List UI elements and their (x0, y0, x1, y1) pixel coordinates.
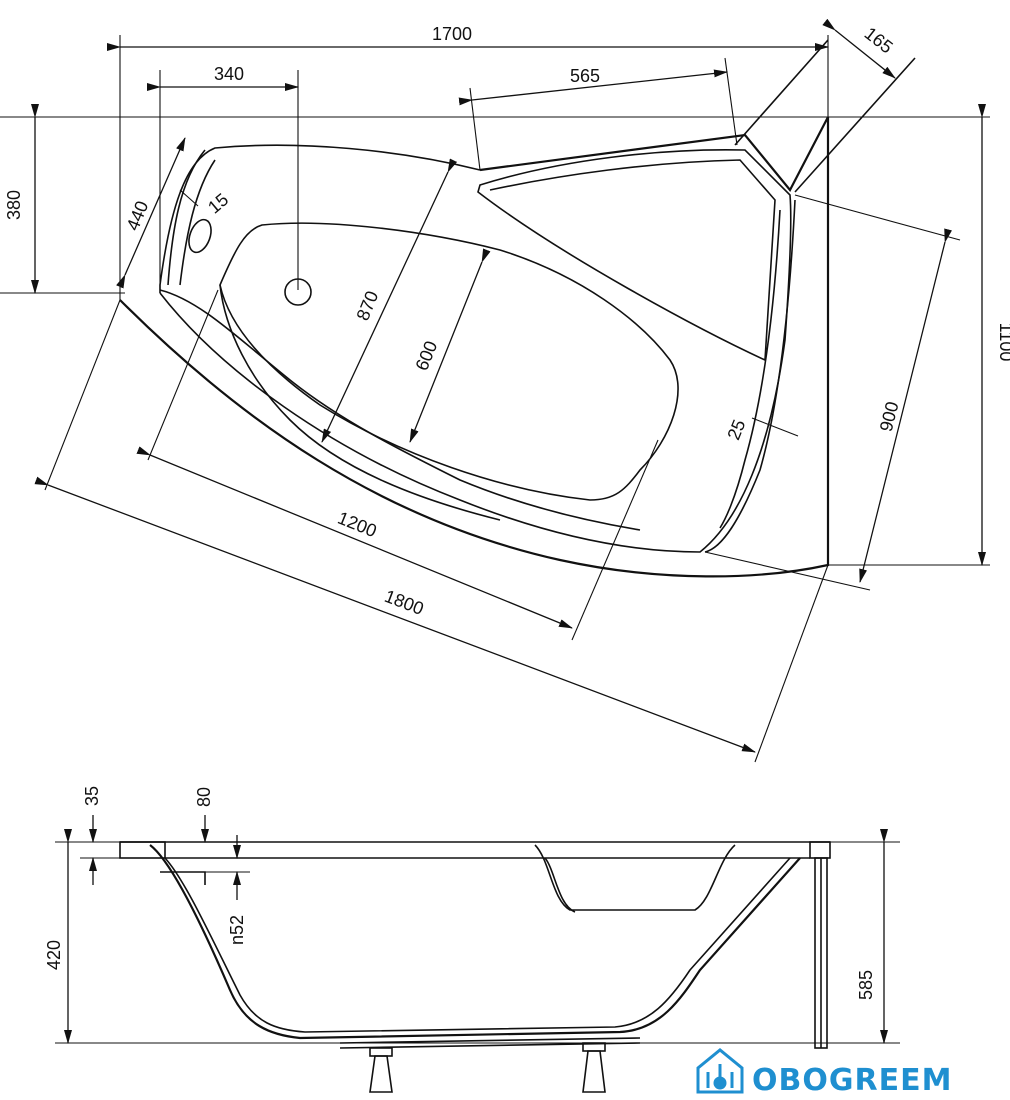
dim-label-n52: n52 (227, 915, 247, 945)
side-shell-profile (149, 844, 801, 1040)
dim-label-1100: 1100 (996, 323, 1010, 362)
dim-label-600: 600 (412, 338, 442, 373)
headrest-curve (167, 149, 206, 286)
dim-label-15: 15 (204, 189, 232, 217)
side-shell-inner (164, 857, 791, 1033)
tub-outer-outline (119, 116, 830, 578)
ext-900-bottom (704, 551, 871, 591)
ext-1800-left (44, 299, 121, 491)
side-view: 35 80 n52 420 585 (44, 786, 900, 1093)
side-rim-right (809, 841, 831, 859)
ext-900-top (794, 194, 961, 241)
dim-line-600 (409, 248, 491, 443)
ext-1800-right (754, 564, 829, 763)
dim-label-440: 440 (123, 198, 153, 233)
dim-line-25 (751, 417, 799, 437)
dim-label-165: 165 (861, 23, 897, 57)
dim-line-165 (822, 18, 896, 79)
side-seat-recess-inner (544, 857, 576, 913)
side-frame-bottom-2 (339, 1042, 641, 1049)
side-rim-left (119, 841, 166, 859)
ext-565-right (724, 57, 738, 146)
brand-logo: OBOGREEM (696, 1048, 952, 1098)
dim-line-15 (179, 189, 199, 207)
dim-label-35: 35 (82, 786, 102, 806)
house-thermometer-icon (696, 1048, 744, 1094)
dim-label-1200: 1200 (335, 508, 380, 542)
dim-line-1200 (136, 446, 573, 629)
dim-label-380: 380 (4, 190, 24, 220)
dim-label-585: 585 (856, 970, 876, 1000)
tub-right-wall (704, 199, 796, 553)
dim-label-565: 565 (570, 66, 600, 86)
dim-line-900 (859, 228, 953, 583)
dim-line-1800 (34, 476, 756, 753)
dim-line-565 (458, 69, 728, 106)
side-seat-recess (534, 844, 736, 911)
basin-outline (219, 222, 679, 501)
dim-label-870: 870 (353, 288, 383, 323)
dim-line-870 (321, 158, 458, 443)
overflow-ellipse (188, 218, 212, 254)
dim-label-25: 25 (723, 417, 749, 443)
dim-label-80: 80 (194, 787, 214, 807)
corner-panel-edge (734, 39, 829, 146)
drain-circle (284, 278, 312, 306)
basin-slope (159, 289, 641, 531)
side-foot-right (582, 1042, 606, 1093)
side-frame-bottom (339, 1037, 641, 1044)
dim-label-1700: 1700 (432, 24, 472, 44)
top-view: 1700 340 565 165 380 440 15 870 600 1100… (0, 18, 1010, 763)
dim-label-420: 420 (44, 940, 64, 970)
brand-name: OBOGREEM (752, 1063, 952, 1098)
tub-rim-left (159, 144, 481, 293)
ext-1200-right (571, 439, 659, 641)
dim-line-440 (116, 137, 186, 289)
corner-panel-edge-2 (794, 57, 916, 193)
dim-label-340: 340 (214, 64, 244, 84)
side-foot-left (369, 1047, 393, 1093)
ext-1200-left (147, 289, 219, 461)
